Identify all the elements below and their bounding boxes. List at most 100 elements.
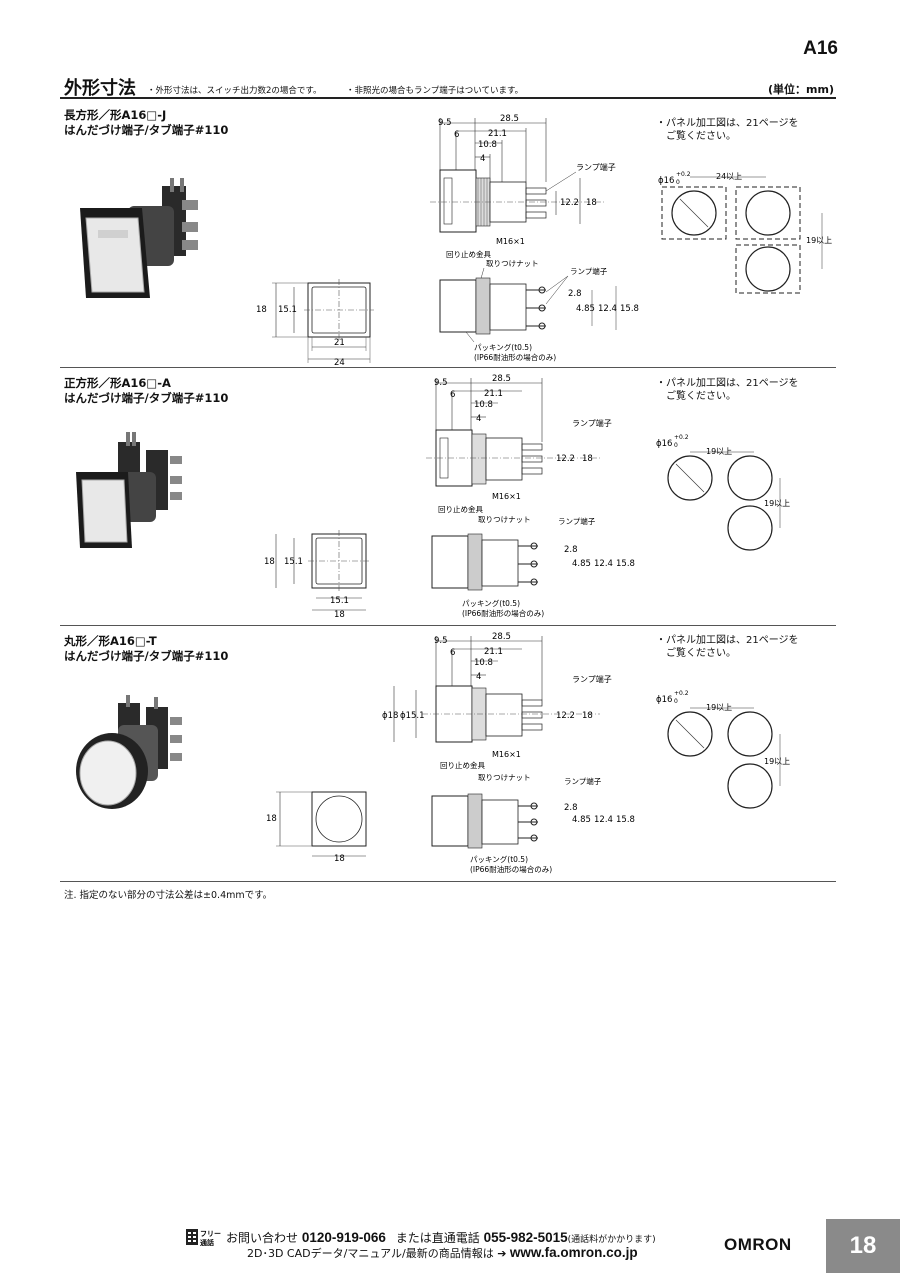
side-dia-inner: ϕ15.1 xyxy=(400,711,425,721)
panel-pitch-y: 19以上 xyxy=(806,236,832,245)
side-dim-d5: 10.8 xyxy=(474,400,493,410)
ip-label: (IP66耐油形の場合のみ) xyxy=(474,352,556,362)
side-thread-label: M16×1 xyxy=(496,237,525,246)
panel-pitch-y: 19以上 xyxy=(764,757,790,766)
side-dim-d2: 9.5 xyxy=(434,636,448,646)
contact-line: お問い合わせ 0120-919-066 または直通電話 055-982-5015… xyxy=(226,1229,656,1246)
panel-dia: ϕ16 xyxy=(656,439,672,449)
variant-round-panel-note: ・パネル加工図は、21ページを ご覧ください。 xyxy=(656,634,799,660)
front-dim-h: 18 xyxy=(266,814,277,824)
variant-square-title: 正方形／形A16□-A はんだづけ端子/タブ端子#110 xyxy=(64,376,228,406)
product-photo-rect xyxy=(80,178,198,298)
bottom-dim-v3: 12.4 xyxy=(594,815,613,825)
panel-cutout-square: ϕ16 +0.2 0 19以上 19以上 xyxy=(656,434,790,551)
side-dim-h2: 18 xyxy=(582,454,593,464)
panel-pitch-x: 24以上 xyxy=(716,172,742,181)
product-photo-round xyxy=(76,695,182,809)
side-dim-d5: 10.8 xyxy=(474,658,493,668)
free-label-top: フリー xyxy=(200,1230,221,1238)
panel-cutout-rect: ϕ16 +0.2 0 24以上 19以上 xyxy=(658,171,832,294)
bottom-dim-v2: 4.85 xyxy=(576,304,595,314)
packing-label: パッキング(t0.5) xyxy=(474,342,532,352)
side-thread-label: M16×1 xyxy=(492,750,521,759)
panel-note-line2: ご覧ください。 xyxy=(666,131,736,142)
side-lamp-label: ランプ端子 xyxy=(572,418,612,428)
section-note-2: ・非照光の場合もランプ端子はついています。 xyxy=(346,86,524,96)
front-view-round: 18 18 xyxy=(266,791,367,864)
variant-rect-title-line2: はんだづけ端子/タブ端子#110 xyxy=(64,123,229,137)
side-thread-label: M16×1 xyxy=(492,492,521,501)
side-dim-d2: 9.5 xyxy=(438,118,452,128)
front-view-rect: 18 15.1 21 24 xyxy=(256,279,374,367)
panel-pitch-x: 19以上 xyxy=(706,703,732,712)
variant-square-title-line1: 正方形／形A16□-A xyxy=(64,376,171,390)
side-dim-d4: 21.1 xyxy=(484,389,503,399)
side-dim-d3: 6 xyxy=(450,390,455,400)
contact-suffix: (通話料がかかります) xyxy=(567,1235,656,1245)
variant-square-panel-note: ・パネル加工図は、21ページを ご覧ください。 xyxy=(656,377,799,403)
panel-note-line1: ・パネル加工図は、21ページを xyxy=(656,635,799,646)
front-dim-w-inner: 21 xyxy=(334,338,345,348)
section-divider-2 xyxy=(60,625,836,626)
panel-tol: +0.2 xyxy=(674,434,689,441)
bottom-dim-v3: 12.4 xyxy=(598,304,617,314)
side-dim-d6: 4 xyxy=(476,414,481,424)
packing-label: パッキング(t0.5) xyxy=(462,598,520,608)
side-dim-d4: 21.1 xyxy=(488,129,507,139)
unit-label: (単位：mm) xyxy=(768,83,834,96)
front-dim-h-inner: 15.1 xyxy=(278,305,297,315)
variant-round-title: 丸形／形A16□-T はんだづけ端子/タブ端子#110 xyxy=(64,634,228,664)
nut-label: 取りつけナット xyxy=(478,773,531,782)
header-rule xyxy=(60,97,836,99)
side-dim-h1: 12.2 xyxy=(560,198,579,208)
bottom-dim-v2: 4.85 xyxy=(572,815,591,825)
panel-tol: +0.2 xyxy=(676,171,691,178)
front-dim-w: 24 xyxy=(334,358,345,367)
section-divider-3 xyxy=(60,881,836,882)
side-dim-d6: 4 xyxy=(480,154,485,164)
phone-free[interactable]: 0120-919-066 xyxy=(301,1230,386,1245)
front-dim-w: 18 xyxy=(334,854,345,864)
phone-direct[interactable]: 055-982-5015 xyxy=(483,1230,568,1245)
side-view-square: 9.5 28.5 6 21.1 10.8 4 ランプ端子 12.2 18 M16… xyxy=(426,374,612,514)
side-view-bottom-round: 取りつけナット ランプ端子 2.8 4.85 12.4 15.8 パッキング(t… xyxy=(431,773,635,874)
side-dim-d1: 28.5 xyxy=(492,632,511,642)
side-stop-label: 回り止め金具 xyxy=(438,504,483,514)
front-dim-w: 18 xyxy=(334,610,345,620)
side-dim-h2: 18 xyxy=(582,711,593,721)
side-dim-d2: 9.5 xyxy=(434,378,448,388)
panel-tol0: 0 xyxy=(674,442,678,449)
side-view-round: 9.5 28.5 6 21.1 10.8 4 ランプ端子 ϕ18 ϕ15.1 1… xyxy=(382,632,612,770)
panel-tol0: 0 xyxy=(676,179,680,186)
side-dim-d3: 6 xyxy=(450,648,455,658)
arrow-icon: ➔ xyxy=(497,1247,507,1260)
contact-mid: または直通電話 xyxy=(395,1231,480,1245)
bottom-dim-v2: 4.85 xyxy=(572,559,591,569)
side-view-bottom-square: 取りつけナット ランプ端子 2.8 4.85 12.4 15.8 パッキング(t… xyxy=(431,515,635,618)
front-view-square: 18 15.1 15.1 18 xyxy=(264,530,370,620)
front-dim-w-inner: 15.1 xyxy=(330,596,349,606)
side-dim-d1: 28.5 xyxy=(500,114,519,124)
side-lamp-label: ランプ端子 xyxy=(576,162,616,172)
variant-round-title-line2: はんだづけ端子/タブ端子#110 xyxy=(64,649,229,663)
variant-rect-title-line1: 長方形／形A16□-J xyxy=(64,108,167,122)
panel-note-line1: ・パネル加工図は、21ページを xyxy=(656,378,799,389)
side-dim-d5: 10.8 xyxy=(478,140,497,150)
nut-label: 取りつけナット xyxy=(486,259,539,268)
side-dim-h1: 12.2 xyxy=(556,454,575,464)
front-dim-h: 18 xyxy=(264,557,275,567)
side-dia-outer: ϕ18 xyxy=(382,711,398,721)
panel-tol0: 0 xyxy=(674,698,678,705)
bottom-lamp-label: ランプ端子 xyxy=(558,516,596,526)
side-dim-d4: 21.1 xyxy=(484,647,503,657)
side-stop-label: 回り止め金具 xyxy=(440,760,485,770)
section-note-1: ・外形寸法は、スイッチ出力数2の場合です。 xyxy=(147,86,322,96)
page-number: 18 xyxy=(826,1219,900,1273)
side-dim-d6: 4 xyxy=(476,672,481,682)
panel-dia: ϕ16 xyxy=(656,695,672,705)
site-url-link[interactable]: www.fa.omron.co.jp xyxy=(509,1245,638,1260)
cad-text: 2D･3D CADデータ/マニュアル/最新の商品情報は xyxy=(247,1247,494,1260)
panel-dia: ϕ16 xyxy=(658,176,674,186)
omron-logo: OMRON xyxy=(724,1235,792,1254)
bottom-dim-v1: 2.8 xyxy=(564,803,578,813)
